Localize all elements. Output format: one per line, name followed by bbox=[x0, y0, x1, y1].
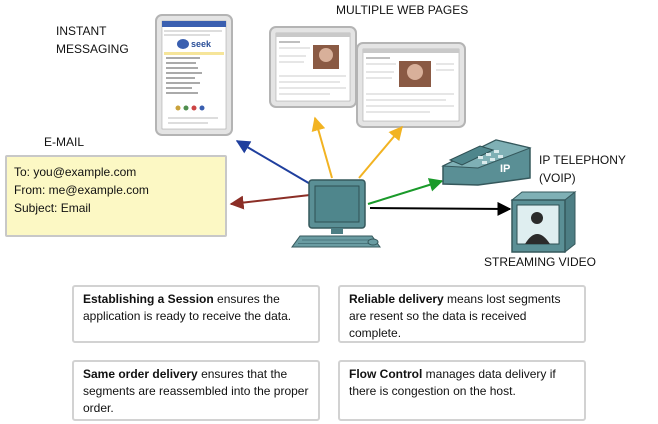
card-text: manages data delivery if there is conges… bbox=[349, 367, 556, 398]
web-page-window-icon bbox=[269, 26, 357, 108]
label-instant-messaging-line2: MESSAGING bbox=[56, 42, 129, 56]
card-text: ensures the application is ready to rece… bbox=[83, 292, 292, 323]
ip-badge-text: IP bbox=[500, 163, 510, 175]
label-email: E-MAIL bbox=[44, 135, 85, 149]
label-multiple-web-pages: MULTIPLE WEB PAGES bbox=[336, 3, 469, 17]
video-monitor-icon bbox=[510, 190, 577, 254]
card-term: Flow Control bbox=[349, 367, 423, 381]
email-from: From: me@example.com bbox=[14, 183, 149, 197]
card-term: Same order delivery bbox=[83, 367, 198, 381]
label-ip-telephony-line2: (VOIP) bbox=[539, 171, 576, 185]
im-brand-text: seek bbox=[191, 39, 212, 49]
card-text: ensures that the segments are reassemble… bbox=[83, 367, 309, 415]
card-reliable-delivery: Reliable delivery means lost segments ar… bbox=[338, 285, 586, 343]
ip-phone-icon: IP bbox=[441, 139, 532, 186]
arrow-to-web-page-2 bbox=[358, 125, 403, 179]
label-instant-messaging-line1: INSTANT bbox=[56, 24, 107, 38]
arrow-to-web-page-1 bbox=[311, 116, 333, 179]
arrow-to-email bbox=[229, 194, 311, 210]
arrow-to-ip-telephony bbox=[367, 178, 444, 205]
card-flow-control: Flow Control manages data delivery if th… bbox=[338, 360, 586, 421]
label-streaming-video: STREAMING VIDEO bbox=[484, 255, 597, 269]
email-subject: Subject: Email bbox=[14, 201, 91, 215]
card-establishing-session: Establishing a Session ensures the appli… bbox=[72, 285, 320, 343]
card-term: Reliable delivery bbox=[349, 292, 444, 306]
label-ip-telephony-line1: IP TELEPHONY bbox=[539, 153, 626, 167]
computer-icon bbox=[291, 179, 381, 248]
label-ip-telephony: IP TELEPHONY (VOIP) bbox=[539, 151, 626, 187]
arrow-to-streaming-video bbox=[369, 201, 512, 216]
card-text: means lost segments are resent so the da… bbox=[349, 292, 561, 340]
label-instant-messaging: INSTANT MESSAGING bbox=[56, 22, 129, 58]
web-page-window-icon bbox=[356, 42, 466, 128]
card-term: Establishing a Session bbox=[83, 292, 214, 306]
instant-messaging-window-icon: seek bbox=[155, 14, 233, 136]
card-same-order-delivery: Same order delivery ensures that the seg… bbox=[72, 360, 320, 421]
email-to: To: you@example.com bbox=[14, 165, 137, 179]
arrow-to-instant-messaging bbox=[235, 140, 313, 186]
email-message-box: To: you@example.com From: me@example.com… bbox=[5, 155, 227, 237]
applications-diagram: seek bbox=[155, 14, 577, 254]
